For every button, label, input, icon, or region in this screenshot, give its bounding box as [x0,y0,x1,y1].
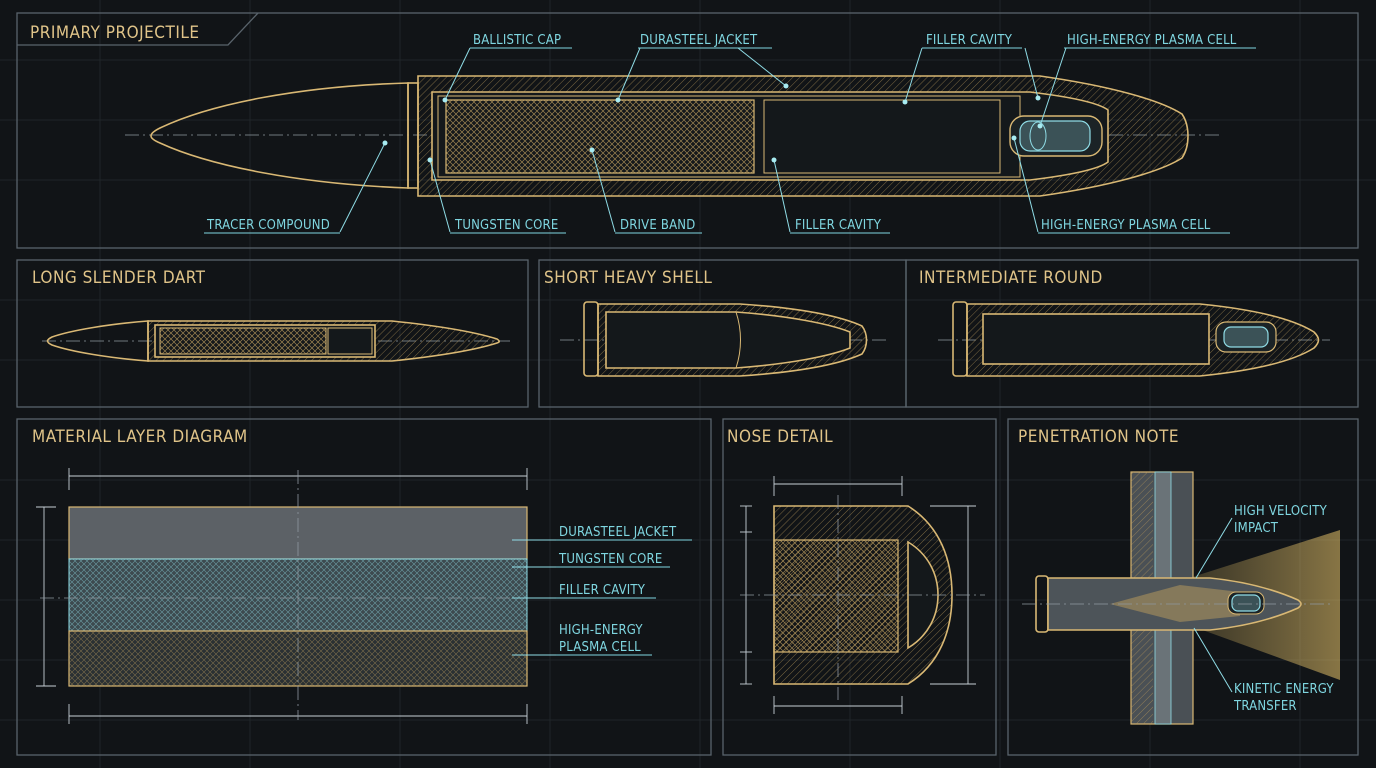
layer-label-core: TUNGSTEN CORE [558,552,662,567]
primary-title: PRIMARY PROJECTILE [30,23,200,43]
layer-label-jacket: DURASTEEL JACKET [559,525,677,540]
panel-long-slender-dart: LONG SLENDER DART [16,259,529,408]
panel-nose-detail: NOSE DETAIL [722,418,997,756]
panel-material-layer-diagram: MATERIAL LAYER DIAGRAM DURASTEEL JACKET … [16,418,712,756]
label-tracer-compound: TRACER COMPOUND [206,218,330,233]
label-durasteel-jacket: DURASTEEL JACKET [640,33,758,48]
label-filler-cavity-top: FILLER CAVITY [926,33,1013,48]
layer-label-filler: FILLER CAVITY [559,583,646,598]
layer-label-plasma-2: PLASMA CELL [559,640,641,655]
label-impact-2: IMPACT [1234,521,1279,536]
dart-title: LONG SLENDER DART [32,268,206,288]
panel-short-heavy-shell: SHORT HEAVY SHELL [538,259,907,408]
label-ballistic-cap: BALLISTIC CAP [473,33,561,48]
label-impact-1: HIGH VELOCITY [1234,504,1328,519]
tungsten-core [445,99,755,174]
material-title: MATERIAL LAYER DIAGRAM [32,427,248,447]
label-transfer-2: TRANSFER [1233,699,1297,714]
panel-primary-projectile: PRIMARY PROJECTILE BALLISTIC CAP DURAS [16,12,1359,249]
nose-title: NOSE DETAIL [727,427,833,447]
label-plasma-cell-top: HIGH-ENERGY PLASMA CELL [1067,33,1237,48]
label-plasma-cell-bottom: HIGH-ENERGY PLASMA CELL [1041,218,1211,233]
shell-title: SHORT HEAVY SHELL [544,268,712,288]
layer-label-plasma-1: HIGH-ENERGY [559,623,643,638]
label-drive-band: DRIVE BAND [620,218,695,233]
penetration-title: PENETRATION NOTE [1018,427,1179,447]
tracer-nose-cone [150,82,409,189]
intermediate-title: INTERMEDIATE ROUND [919,268,1103,288]
label-transfer-1: KINETIC ENERGY [1234,682,1334,697]
label-filler-cavity-bottom: FILLER CAVITY [795,218,882,233]
label-tungsten-core: TUNGSTEN CORE [454,218,558,233]
panel-intermediate-round: INTERMEDIATE ROUND [905,259,1359,408]
panel-penetration-note: PENETRATION NOTE HIGH VELOCITY IMPACT KI… [1007,418,1359,756]
